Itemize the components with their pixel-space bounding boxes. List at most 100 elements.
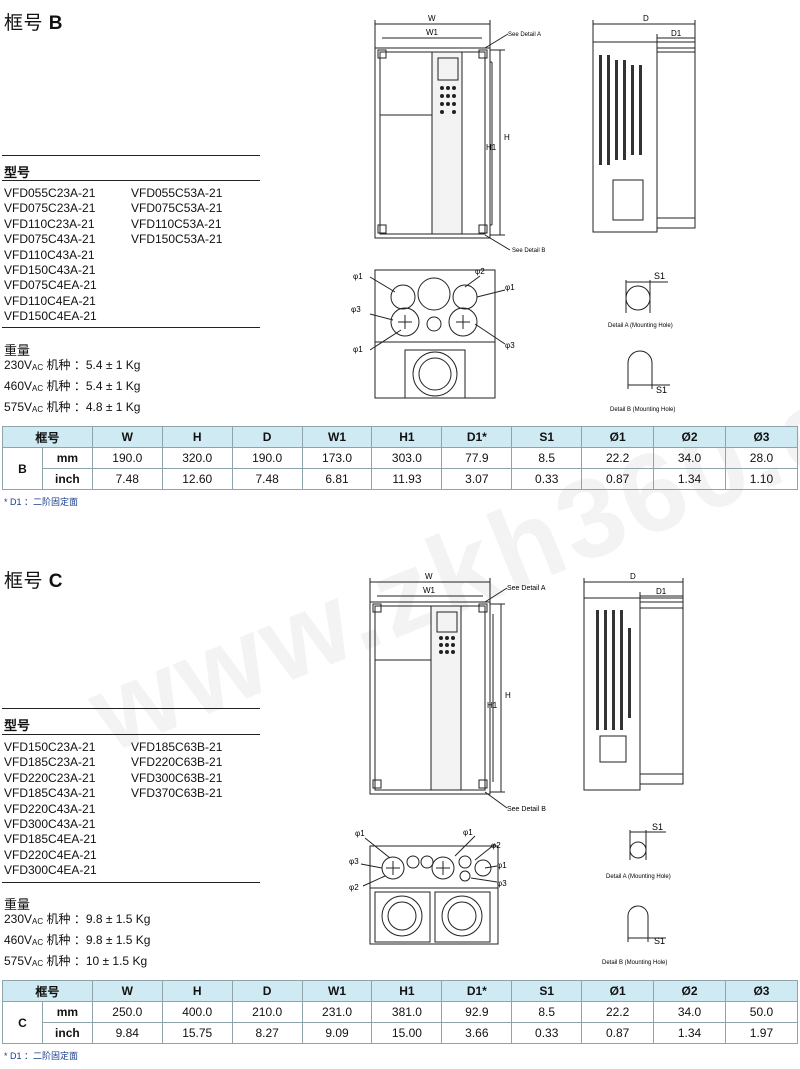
- value-cell: 381.0: [371, 1001, 443, 1023]
- svg-text:φ2: φ2: [491, 841, 501, 850]
- table-header: Ø2: [653, 980, 726, 1002]
- weight-line: 575VAC 机种 ：4.8 ± 1 Kg: [4, 400, 141, 414]
- model-name: VFD220C43A-21: [4, 801, 96, 816]
- frame-id-cell: B: [2, 447, 43, 490]
- value-cell: 250.0: [91, 1001, 163, 1023]
- svg-text:φ2: φ2: [475, 267, 485, 276]
- divider: [2, 180, 260, 181]
- model-name: VFD185C43A-21: [4, 786, 96, 801]
- model-name: VFD185C63B-21: [131, 740, 223, 754]
- svg-text:H1: H1: [487, 701, 498, 710]
- model-name: VFD110C23A-21: [4, 216, 95, 231]
- svg-text:φ3: φ3: [505, 341, 515, 350]
- frame-id-cell: C: [2, 1001, 43, 1044]
- value-cell: 1.10: [724, 468, 799, 490]
- value-cell: 92.9: [441, 1001, 513, 1023]
- table-header: H: [161, 426, 233, 448]
- value-cell: 0.33: [511, 1022, 583, 1044]
- model-name: VFD370C63B-21: [131, 786, 223, 801]
- frame-c-side-view: D D1: [583, 572, 684, 791]
- model-name: VFD185C4EA-21: [4, 832, 97, 847]
- svg-text:φ3: φ3: [349, 857, 359, 866]
- frame-b-detail-b: S1 Detail B (Mounting Hole): [610, 350, 675, 413]
- frame-b-bottom-view: φ1 φ2 φ1 φ3 φ1 φ3: [351, 267, 515, 399]
- svg-text:D: D: [643, 14, 649, 23]
- model-name: VFD055C23A-21: [4, 186, 96, 200]
- divider: [2, 734, 260, 735]
- unit-cell: inch: [41, 1022, 93, 1044]
- svg-text:φ1: φ1: [353, 345, 363, 354]
- svg-text:See Detail A: See Detail A: [507, 585, 546, 592]
- frame-c-footnote: * D1 ：二阶固定面: [4, 1051, 79, 1061]
- divider: [2, 708, 260, 709]
- svg-text:φ2: φ2: [349, 883, 359, 892]
- svg-text:D: D: [630, 572, 636, 581]
- table-header: D1*: [441, 426, 513, 448]
- value-cell: 303.0: [371, 447, 443, 469]
- unit-cell: mm: [41, 447, 93, 469]
- value-cell: 8.5: [511, 1001, 583, 1023]
- svg-text:S1: S1: [652, 822, 663, 832]
- table-header: H1: [371, 980, 443, 1002]
- frame-b-side-view: D D1: [592, 14, 696, 233]
- model-name: VFD075C43A-21: [4, 232, 96, 247]
- value-cell: 28.0: [724, 447, 799, 469]
- svg-text:D1: D1: [671, 29, 682, 38]
- value-cell: 0.87: [581, 1022, 655, 1044]
- value-cell: 320.0: [161, 447, 233, 469]
- value-cell: 1.34: [653, 468, 726, 490]
- value-cell: 22.2: [581, 447, 655, 469]
- svg-text:Detail A (Mounting Hole): Detail A (Mounting Hole): [608, 323, 673, 329]
- model-name: VFD185C23A-21: [4, 755, 96, 770]
- weight-line: 460VAC 机种 ：5.4 ± 1 Kg: [4, 379, 141, 393]
- value-cell: 15.75: [161, 1022, 233, 1044]
- svg-text:S1: S1: [654, 936, 665, 946]
- table-header: D: [231, 980, 303, 1002]
- frame-b-model-label: 型号: [4, 165, 31, 180]
- svg-text:W1: W1: [423, 586, 436, 595]
- weight-line: 575VAC 机种 ：10 ± 1.5 Kg: [4, 954, 148, 968]
- table-header: W1: [301, 980, 373, 1002]
- model-name: VFD220C63B-21: [131, 755, 223, 770]
- value-cell: 6.81: [301, 468, 373, 490]
- table-header: Ø3: [724, 980, 799, 1002]
- value-cell: 0.33: [511, 468, 583, 490]
- model-name: VFD110C4EA-21: [4, 293, 96, 308]
- model-name: VFD110C53A-21: [131, 216, 222, 231]
- model-name: VFD150C23A-21: [4, 740, 96, 754]
- divider: [2, 882, 260, 883]
- model-name: VFD075C4EA-21: [4, 278, 97, 293]
- svg-text:φ3: φ3: [351, 305, 361, 314]
- value-cell: 34.0: [653, 1001, 726, 1023]
- model-name: VFD110C43A-21: [4, 247, 95, 262]
- table-header: D: [231, 426, 303, 448]
- svg-text:Detail B (Mounting Hole): Detail B (Mounting Hole): [602, 960, 667, 966]
- frame-c-model-label: 型号: [4, 718, 31, 733]
- frame-c-front-view: W W1 H H1 See Detail A See Detail B: [369, 572, 546, 813]
- value-cell: 190.0: [231, 447, 303, 469]
- frame-c-weight-label: 重量: [4, 897, 31, 912]
- svg-text:φ1: φ1: [355, 829, 365, 838]
- model-name: VFD150C4EA-21: [4, 309, 97, 324]
- table-header: D1*: [441, 980, 513, 1002]
- value-cell: 7.48: [91, 468, 163, 490]
- unit-cell: inch: [41, 468, 93, 490]
- value-cell: 3.66: [441, 1022, 513, 1044]
- value-cell: 77.9: [441, 447, 513, 469]
- weight-line: 230VAC 机种 ：9.8 ± 1.5 Kg: [4, 912, 151, 926]
- value-cell: 7.48: [231, 468, 303, 490]
- frame-c-detail-b: S1 Detail B (Mounting Hole): [602, 905, 667, 966]
- frame-b-footnote: * D1 ：二阶固定面: [4, 497, 79, 507]
- value-cell: 1.34: [653, 1022, 726, 1044]
- table-header: W: [91, 980, 163, 1002]
- frame-b-front-view: W W1 H H1 See Detail A See Detail B: [374, 14, 545, 254]
- value-cell: 12.60: [161, 468, 233, 490]
- value-cell: 210.0: [231, 1001, 303, 1023]
- svg-text:See Detail B: See Detail B: [507, 806, 546, 813]
